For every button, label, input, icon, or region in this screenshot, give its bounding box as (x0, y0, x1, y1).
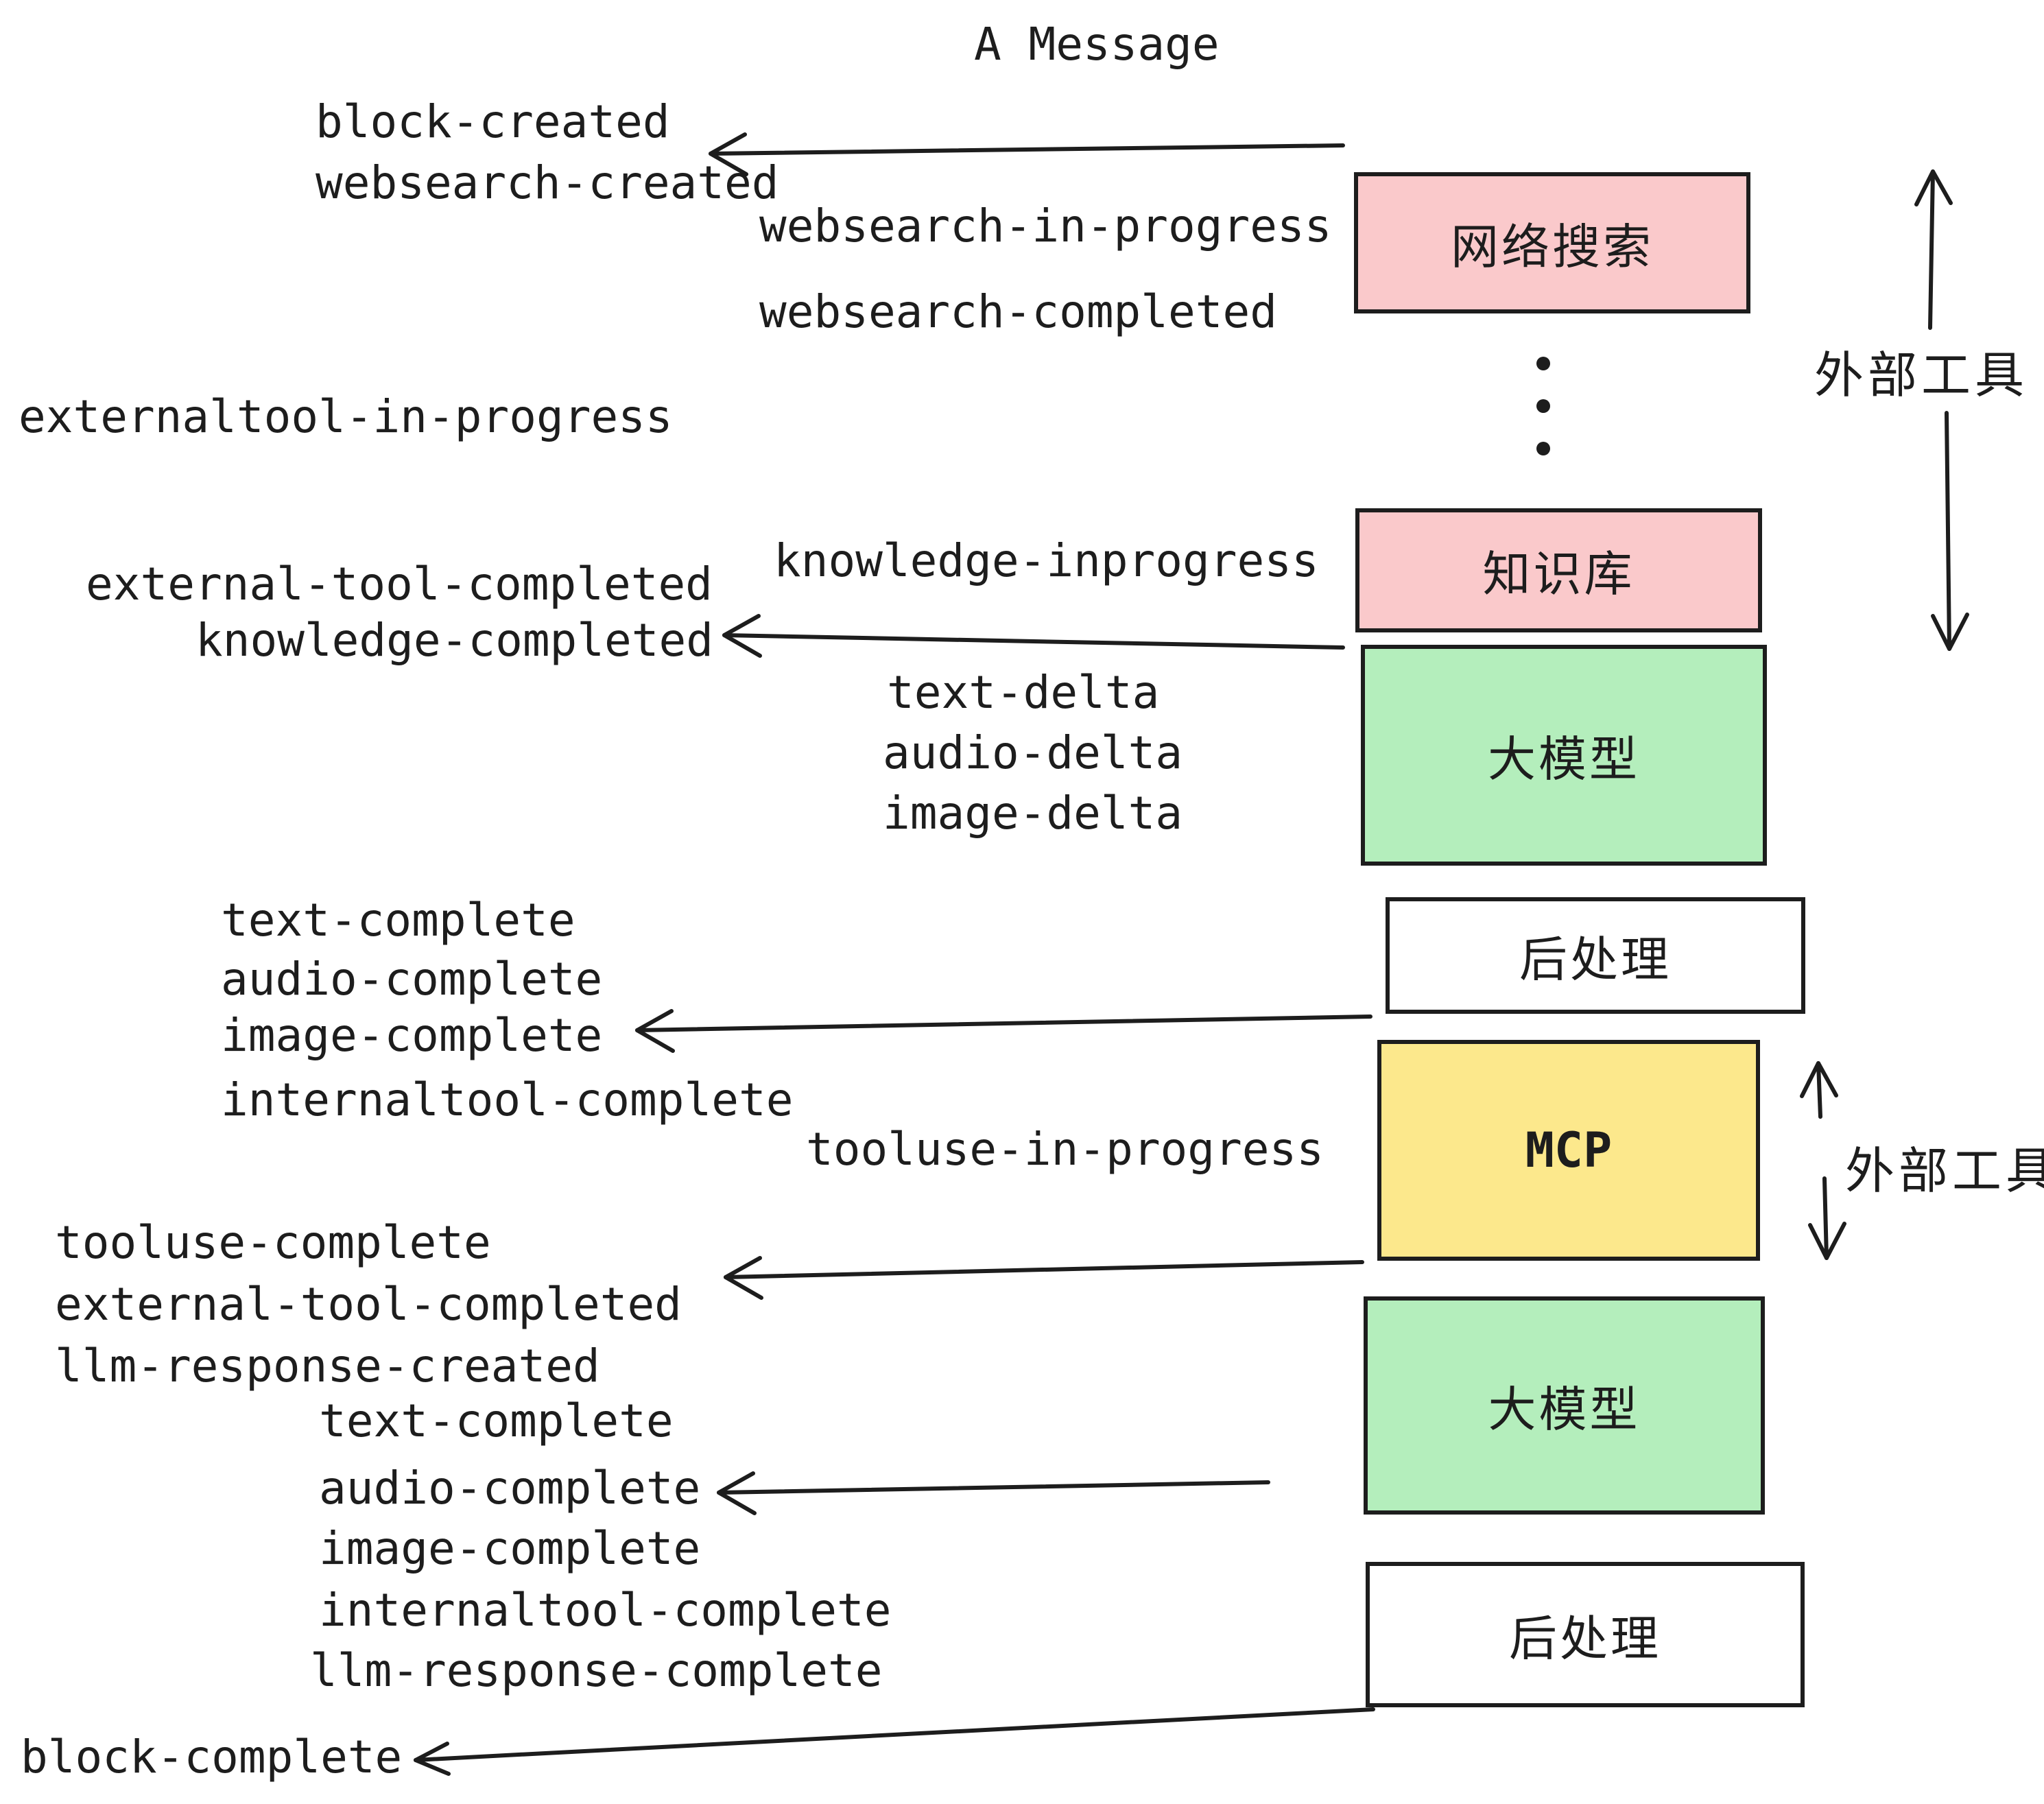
box-knowledge-base-label: 知识库 (1482, 546, 1635, 602)
arrow-to-audio-complete (717, 1471, 1270, 1515)
box-mcp: MCP (1377, 1040, 1760, 1261)
external-tools-label-2: 外部工具 (1845, 1142, 2044, 1200)
external-tools-up-arrow-1 (1914, 169, 1953, 330)
box-llm-2: 大模型 (1364, 1296, 1765, 1515)
ellipsis-dots (1536, 357, 1550, 455)
event-audio-complete-2: audio-complete (319, 1462, 701, 1515)
box-knowledge-base: 知识库 (1355, 508, 1762, 632)
box-postprocess-1-label: 后处理 (1519, 931, 1672, 988)
external-tools-up-arrow-2 (1800, 1061, 1838, 1119)
box-llm-1-label: 大模型 (1488, 731, 1640, 787)
arrow-to-knowledge-completed (722, 614, 1345, 658)
event-internaltool-complete-2: internaltool-complete (319, 1584, 892, 1637)
event-text-complete-1: text-complete (221, 894, 575, 947)
external-tools-label-1: 外部工具 (1814, 346, 2029, 404)
box-postprocess-1: 后处理 (1386, 897, 1805, 1014)
diagram-title: A Message (974, 18, 1220, 71)
event-image-delta-1: image-delta (883, 787, 1183, 840)
event-text-delta-1: text-delta (887, 666, 1160, 719)
event-block-created: block-created (316, 95, 670, 148)
event-internaltool-complete-1: internaltool-complete (221, 1073, 794, 1126)
arrow-to-external-tool-completed (724, 1256, 1364, 1300)
box-postprocess-2: 后处理 (1366, 1562, 1805, 1707)
arrow-to-block-complete (414, 1707, 1375, 1776)
event-image-complete-1: image-complete (221, 1009, 603, 1062)
box-postprocess-2-label: 后处理 (1509, 1610, 1661, 1667)
event-knowledge-completed: knowledge-completed (195, 614, 713, 667)
event-llm-response-created: llm-response-created (55, 1340, 600, 1392)
event-externaltool-in-progress: externaltool-in-progress (19, 390, 673, 443)
event-audio-complete-1: audio-complete (221, 953, 603, 1006)
event-image-complete-2: image-complete (319, 1522, 701, 1575)
event-websearch-created: websearch-created (316, 156, 779, 209)
box-mcp-label: MCP (1525, 1122, 1613, 1178)
event-text-complete-2: text-complete (319, 1394, 674, 1447)
event-block-complete: block-complete (21, 1731, 403, 1783)
box-websearch: 网络搜索 (1354, 172, 1750, 313)
event-external-tool-completed-2: external-tool-completed (55, 1278, 682, 1331)
external-tools-down-arrow-1 (1931, 411, 1969, 651)
arrow-to-block-created (709, 132, 1345, 176)
event-external-tool-completed-1: external-tool-completed (86, 558, 713, 610)
box-llm-1: 大模型 (1361, 645, 1767, 866)
event-websearch-completed: websearch-completed (759, 285, 1277, 338)
arrow-to-image-complete (635, 1009, 1372, 1053)
box-websearch-label: 网络搜索 (1451, 218, 1654, 275)
event-llm-response-complete: llm-response-complete (310, 1644, 883, 1697)
event-websearch-in-progress: websearch-in-progress (759, 200, 1332, 252)
event-knowledge-inprogress: knowledge-inprogress (774, 534, 1319, 587)
event-tooluse-complete: tooluse-complete (55, 1216, 491, 1269)
box-llm-2-label: 大模型 (1488, 1381, 1641, 1438)
external-tools-down-arrow-2 (1808, 1176, 1846, 1260)
event-audio-delta-1: audio-delta (883, 726, 1183, 779)
event-tooluse-in-progress: tooluse-in-progress (806, 1123, 1324, 1176)
